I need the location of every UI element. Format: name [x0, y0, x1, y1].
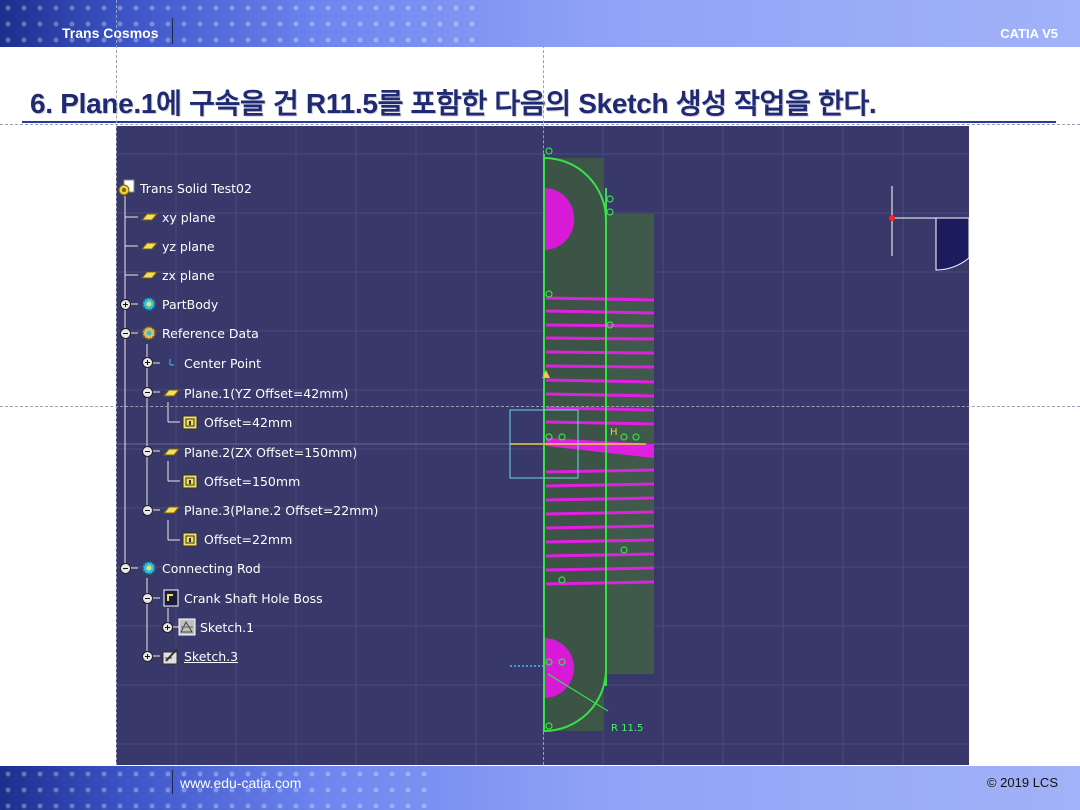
- tree-item-label: Offset=42mm: [204, 414, 293, 430]
- viewport-graphics: [116, 126, 969, 765]
- tree-item-yz-plane[interactable]: yz plane: [140, 235, 215, 257]
- tree-item-label: PartBody: [162, 296, 219, 312]
- guide-line-vertical: [543, 0, 544, 810]
- collapse-plane3-toggle[interactable]: [142, 505, 153, 516]
- product-label: CATIA V5: [1000, 26, 1058, 41]
- plane-icon: [140, 208, 159, 226]
- copyright-text: © 2019 LCS: [986, 775, 1058, 790]
- guide-line-left: [116, 0, 117, 810]
- horizontal-constraint-label: H: [610, 427, 618, 438]
- header-decoration: [0, 0, 480, 47]
- tree-item-label: Reference Data: [162, 325, 259, 341]
- slide-title: 6. Plane.1에 구속을 건 R11.5를 포함한 다음의 Sketch …: [30, 88, 877, 119]
- plane-icon: [162, 384, 181, 402]
- title-underline: [22, 121, 1056, 123]
- tree-item-sketch1[interactable]: Sketch.1: [178, 616, 254, 638]
- plane-icon: [162, 443, 181, 461]
- collapse-connecting-rod-toggle[interactable]: [120, 563, 131, 574]
- tree-item-crank-shaft-hole-boss[interactable]: Crank Shaft Hole Boss: [162, 587, 323, 609]
- radius-dimension-label: R 11.5: [611, 723, 644, 734]
- tree-item-label: Sketch.1: [200, 619, 255, 635]
- tree-item-label: zx plane: [162, 267, 215, 283]
- tree-item-zx-plane[interactable]: zx plane: [140, 264, 215, 286]
- tree-item-center-point[interactable]: Center Point: [162, 352, 261, 374]
- tree-item-label: Center Point: [184, 355, 262, 371]
- tree-item-reference-data[interactable]: Reference Data: [140, 322, 259, 344]
- plane-icon: [162, 501, 181, 519]
- guide-line-horizontal: [0, 406, 1080, 407]
- tree-item-offset150[interactable]: Offset=150mm: [182, 470, 300, 492]
- tree-item-label: Offset=150mm: [204, 473, 301, 489]
- tree-item-label: Plane.3(Plane.2 Offset=22mm): [184, 502, 379, 518]
- brand-label: Trans Cosmos: [62, 25, 159, 41]
- tree-item-sketch3[interactable]: Sketch.3: [162, 645, 238, 667]
- gear-icon: [140, 324, 158, 342]
- plane-icon: [140, 266, 159, 284]
- collapse-reference-toggle[interactable]: [120, 328, 131, 339]
- tree-item-offset42[interactable]: Offset=42mm: [182, 411, 292, 433]
- tree-item-plane1[interactable]: Plane.1(YZ Offset=42mm): [162, 382, 348, 404]
- point-icon: [162, 354, 180, 372]
- header-band: Trans Cosmos CATIA V5: [0, 0, 1080, 47]
- collapse-plane2-toggle[interactable]: [142, 446, 153, 457]
- tree-item-label: Sketch.3: [184, 648, 239, 664]
- tree-item-xy-plane[interactable]: xy plane: [140, 206, 215, 228]
- collapse-boss-toggle[interactable]: [142, 593, 153, 604]
- header-divider: [172, 18, 173, 44]
- expand-sketch3-toggle[interactable]: [142, 651, 153, 662]
- tree-item-offset22[interactable]: Offset=22mm: [182, 528, 292, 550]
- website-link[interactable]: www.edu-catia.com: [180, 775, 302, 791]
- sketch-edit-icon: [162, 647, 180, 665]
- gear-icon: [140, 295, 158, 313]
- tree-item-label: Offset=22mm: [204, 531, 293, 547]
- footer-divider: [172, 770, 173, 794]
- parameter-icon: [182, 530, 200, 548]
- tree-root[interactable]: Trans Solid Test02: [118, 177, 252, 199]
- expand-sketch1-toggle[interactable]: [162, 622, 173, 633]
- parameter-icon: [182, 472, 200, 490]
- tree-item-label: xy plane: [162, 209, 216, 225]
- tree-item-label: Plane.1(YZ Offset=42mm): [184, 385, 349, 401]
- catia-viewport[interactable]: R 11.5 H: [116, 126, 969, 765]
- tree-item-plane2[interactable]: Plane.2(ZX Offset=150mm): [162, 441, 357, 463]
- tree-item-connecting-rod[interactable]: Connecting Rod: [140, 557, 261, 579]
- guide-line-top: [0, 124, 1080, 125]
- parameter-icon: [182, 413, 200, 431]
- footer-decoration: [0, 766, 430, 810]
- footer-band: www.edu-catia.com © 2019 LCS: [0, 766, 1080, 810]
- tree-item-label: Crank Shaft Hole Boss: [184, 590, 323, 606]
- tree-item-label: Plane.2(ZX Offset=150mm): [184, 444, 358, 460]
- plane-icon: [140, 237, 159, 255]
- part-icon: [118, 179, 136, 197]
- tree-item-label: yz plane: [162, 238, 215, 254]
- pad-icon: [162, 589, 180, 607]
- tree-root-label: Trans Solid Test02: [140, 180, 252, 196]
- tree-item-label: Connecting Rod: [162, 560, 261, 576]
- gear-icon: [140, 559, 158, 577]
- expand-partbody-toggle[interactable]: [120, 299, 131, 310]
- tree-item-partbody[interactable]: PartBody: [140, 293, 218, 315]
- sketch-icon: [178, 618, 196, 636]
- collapse-plane1-toggle[interactable]: [142, 387, 153, 398]
- expand-center-point-toggle[interactable]: [142, 357, 153, 368]
- tree-item-plane3[interactable]: Plane.3(Plane.2 Offset=22mm): [162, 499, 378, 521]
